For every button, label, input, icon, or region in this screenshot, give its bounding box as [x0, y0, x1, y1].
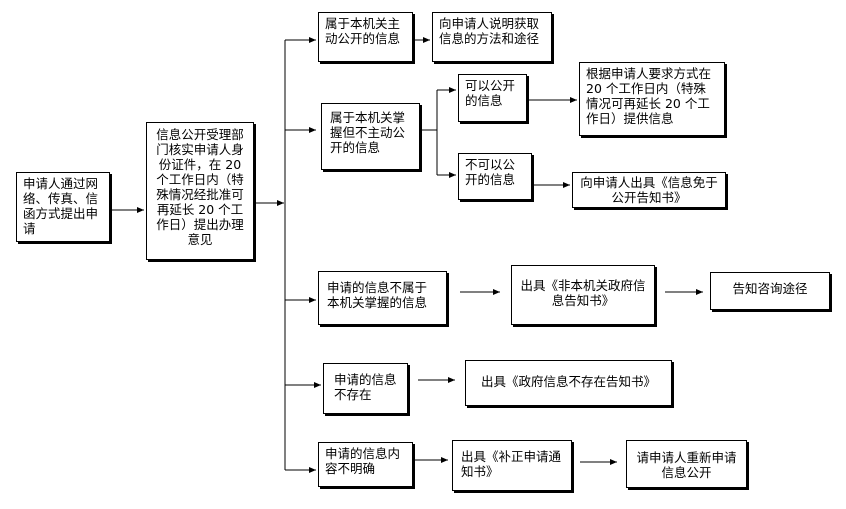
- node-held-not-active: 属于本机关掌握但不主动公开的信息: [321, 103, 420, 170]
- node-correction-notice: 出具《补正申请通知书》: [452, 440, 572, 491]
- node-can-public: 可以公开的信息: [458, 74, 527, 122]
- node-active-public: 属于本机关主动公开的信息: [318, 12, 413, 62]
- node-exempt-notice: 向申请人出具《信息免于公开告知书》: [572, 172, 726, 208]
- node-applicant: 申请人通过网络、传真、信函方式提出申请: [16, 172, 110, 242]
- node-explain-method: 向申请人说明获取信息的方法和途径: [432, 12, 552, 62]
- node-not-held: 申请的信息不属于本机关掌握的信息: [318, 271, 447, 325]
- node-not-held-notice: 出具《非本机关政府信息告知书》: [511, 265, 655, 325]
- node-review: 信息公开受理部门核实申请人身份证件，在 20 个工作日内（特殊情况经批准可再延长…: [146, 122, 254, 260]
- node-cannot-public: 不可以公开的信息: [458, 153, 532, 200]
- node-not-exist: 申请的信息不存在: [323, 363, 408, 414]
- node-inform-channel: 告知咨询途径: [710, 272, 830, 310]
- node-provide-info: 根据申请人要求方式在 20 个工作日内（特殊情况可再延长 20 个工作日）提供信…: [579, 62, 725, 136]
- node-unclear: 申请的信息内容不明确: [318, 442, 413, 487]
- node-not-exist-notice: 出具《政府信息不存在告知书》: [465, 360, 672, 406]
- node-reapply: 请申请人重新申请信息公开: [626, 440, 747, 488]
